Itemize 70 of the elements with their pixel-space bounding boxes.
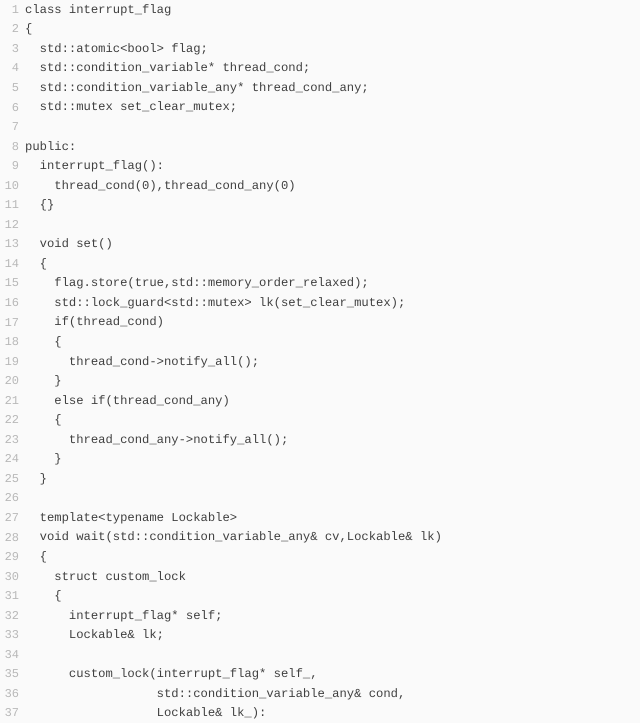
code-line: std::condition_variable_any* thread_cond_any; xyxy=(38,82,369,94)
code-line: } xyxy=(38,472,47,485)
line-number: 14 xyxy=(4,258,19,270)
code-line: class interrupt_flag xyxy=(25,4,172,16)
line-number: 1 xyxy=(10,4,19,16)
code-line: { xyxy=(53,414,62,426)
code-line: template<typename Lockable> xyxy=(38,512,238,524)
code-line: } xyxy=(53,375,62,388)
line-number: 9 xyxy=(10,160,19,172)
code-line: std::atomic<bool> flag; xyxy=(38,42,208,55)
line-number: 6 xyxy=(10,102,19,114)
code-line: thread_cond(0),thread_cond_any(0) xyxy=(53,180,296,192)
code-line: { xyxy=(53,336,62,348)
code-line: } xyxy=(53,453,62,466)
line-number: 7 xyxy=(10,121,19,134)
line-number: 22 xyxy=(4,414,19,426)
line-number: 27 xyxy=(4,512,19,524)
line-number: 13 xyxy=(4,238,19,250)
code-line: thread_cond_any->notify_all(); xyxy=(68,434,288,446)
code-line: thread_cond->notify_all(); xyxy=(68,356,260,368)
line-number: 32 xyxy=(4,610,19,622)
line-number: 30 xyxy=(4,570,19,583)
code-line: { xyxy=(38,258,47,270)
code-line: { xyxy=(53,590,62,602)
code-line: void wait(std::condition_variable_any& cv,Lockable& lk) xyxy=(38,531,442,544)
line-number: 26 xyxy=(4,492,19,504)
code-line: custom_lock(interrupt_flag* self_, xyxy=(68,668,318,680)
line-number: 5 xyxy=(10,82,19,94)
line-number: 37 xyxy=(4,707,19,720)
line-number: 28 xyxy=(4,532,19,544)
code-line: if(thread_cond) xyxy=(53,316,164,329)
line-number: 3 xyxy=(10,42,19,55)
code-line: std::condition_variable* thread_cond; xyxy=(38,62,310,75)
line-number: 36 xyxy=(4,688,19,700)
code-line: Lockable& lk_): xyxy=(156,707,266,720)
line-number: 35 xyxy=(4,668,19,680)
code-line: {} xyxy=(38,199,54,212)
line-number: 19 xyxy=(4,356,19,368)
code-line: interrupt_flag(): xyxy=(38,160,164,172)
code-line: Lockable& lk; xyxy=(68,629,164,642)
code-line: void set() xyxy=(38,238,113,250)
line-number: 29 xyxy=(4,551,19,564)
line-number: 33 xyxy=(4,629,19,642)
line-number: 15 xyxy=(4,277,19,290)
code-line: std::lock_guard<std::mutex> lk(set_clear_mutex); xyxy=(53,296,406,310)
line-number: 11 xyxy=(4,199,19,212)
code-line: interrupt_flag* self; xyxy=(68,610,222,622)
code-line: { xyxy=(38,550,47,564)
line-number: 8 xyxy=(10,140,19,153)
line-number: 16 xyxy=(4,296,19,309)
code-line: struct custom_lock xyxy=(53,570,186,583)
code-line: std::condition_variable_any& cond, xyxy=(156,688,406,700)
line-number: 2 xyxy=(10,23,19,36)
line-number: 34 xyxy=(4,648,19,661)
line-number: 31 xyxy=(4,590,19,602)
line-number: 10 xyxy=(4,180,19,192)
line-number: 18 xyxy=(4,336,19,348)
line-number: 24 xyxy=(4,453,19,466)
line-number: 21 xyxy=(4,394,19,407)
line-number: 17 xyxy=(4,316,19,329)
line-number: 20 xyxy=(4,375,19,388)
code-line: { xyxy=(25,23,32,36)
line-number: 12 xyxy=(4,218,19,231)
line-number: 25 xyxy=(4,472,19,485)
code-line: flag.store(true,std::memory_order_relaxed); xyxy=(53,277,369,290)
code-line: std::mutex set_clear_mutex; xyxy=(38,101,238,114)
code-line: public: xyxy=(25,140,76,153)
code-line: else if(thread_cond_any) xyxy=(53,394,230,407)
line-number: 23 xyxy=(4,434,19,446)
line-number: 4 xyxy=(10,62,19,74)
